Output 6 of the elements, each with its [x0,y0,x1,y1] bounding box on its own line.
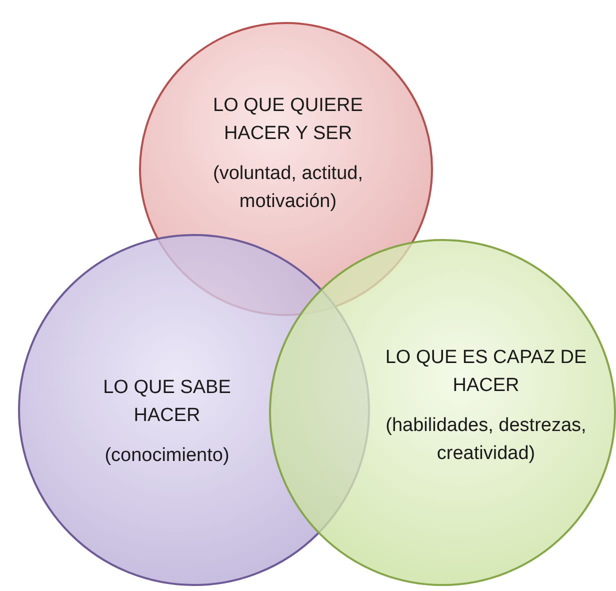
circle-description: (voluntad, actitud, motivación) [212,162,364,214]
circle-description: (conocimiento) [104,444,230,468]
circle-description: (habilidades, destrezas, creatividad) [384,414,588,466]
circle-heading: LO QUE QUIERE HACER Y SER [212,94,364,146]
circle-heading: LO QUE SABE HACER [102,376,232,428]
circle-heading: LO QUE ES CAPAZ DE HACER [384,346,588,398]
